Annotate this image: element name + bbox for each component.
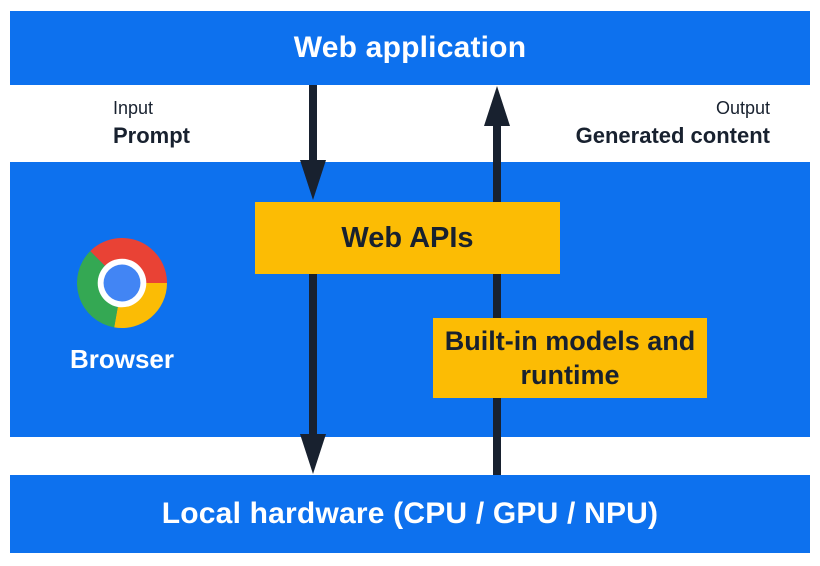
output-flow-arrowhead [484,86,510,126]
input-title: Input [113,98,154,118]
chrome-icon-blue-center [103,264,141,302]
local-hardware-bar: Local hardware (CPU / GPU / NPU) [10,475,810,553]
input-label-group: Input Prompt [113,98,190,149]
input-flow-arrow-line-upper [309,85,317,161]
web-apis-box: Web APIs [255,202,560,274]
web-application-label: Web application [293,31,527,64]
builtin-models-label: Built-in models and runtime [444,326,696,390]
local-hardware-label: Local hardware (CPU / GPU / NPU) [161,497,659,530]
browser-label: Browser [69,344,175,374]
prompt-label: Prompt [113,122,190,148]
output-title: Output [715,98,770,118]
input-flow-arrowhead-upper [300,160,326,200]
output-flow-arrow-line [493,124,501,475]
output-label-group: Output Generated content [576,98,770,149]
web-application-bar: Web application [10,11,810,85]
generated-content-label: Generated content [575,122,770,148]
chrome-browser-icon [77,238,167,328]
input-flow-arrowhead-lower [300,434,326,474]
web-apis-label: Web APIs [341,221,474,254]
builtin-models-box: Built-in models and runtime [433,318,707,398]
input-flow-arrow-line-lower [309,272,317,436]
